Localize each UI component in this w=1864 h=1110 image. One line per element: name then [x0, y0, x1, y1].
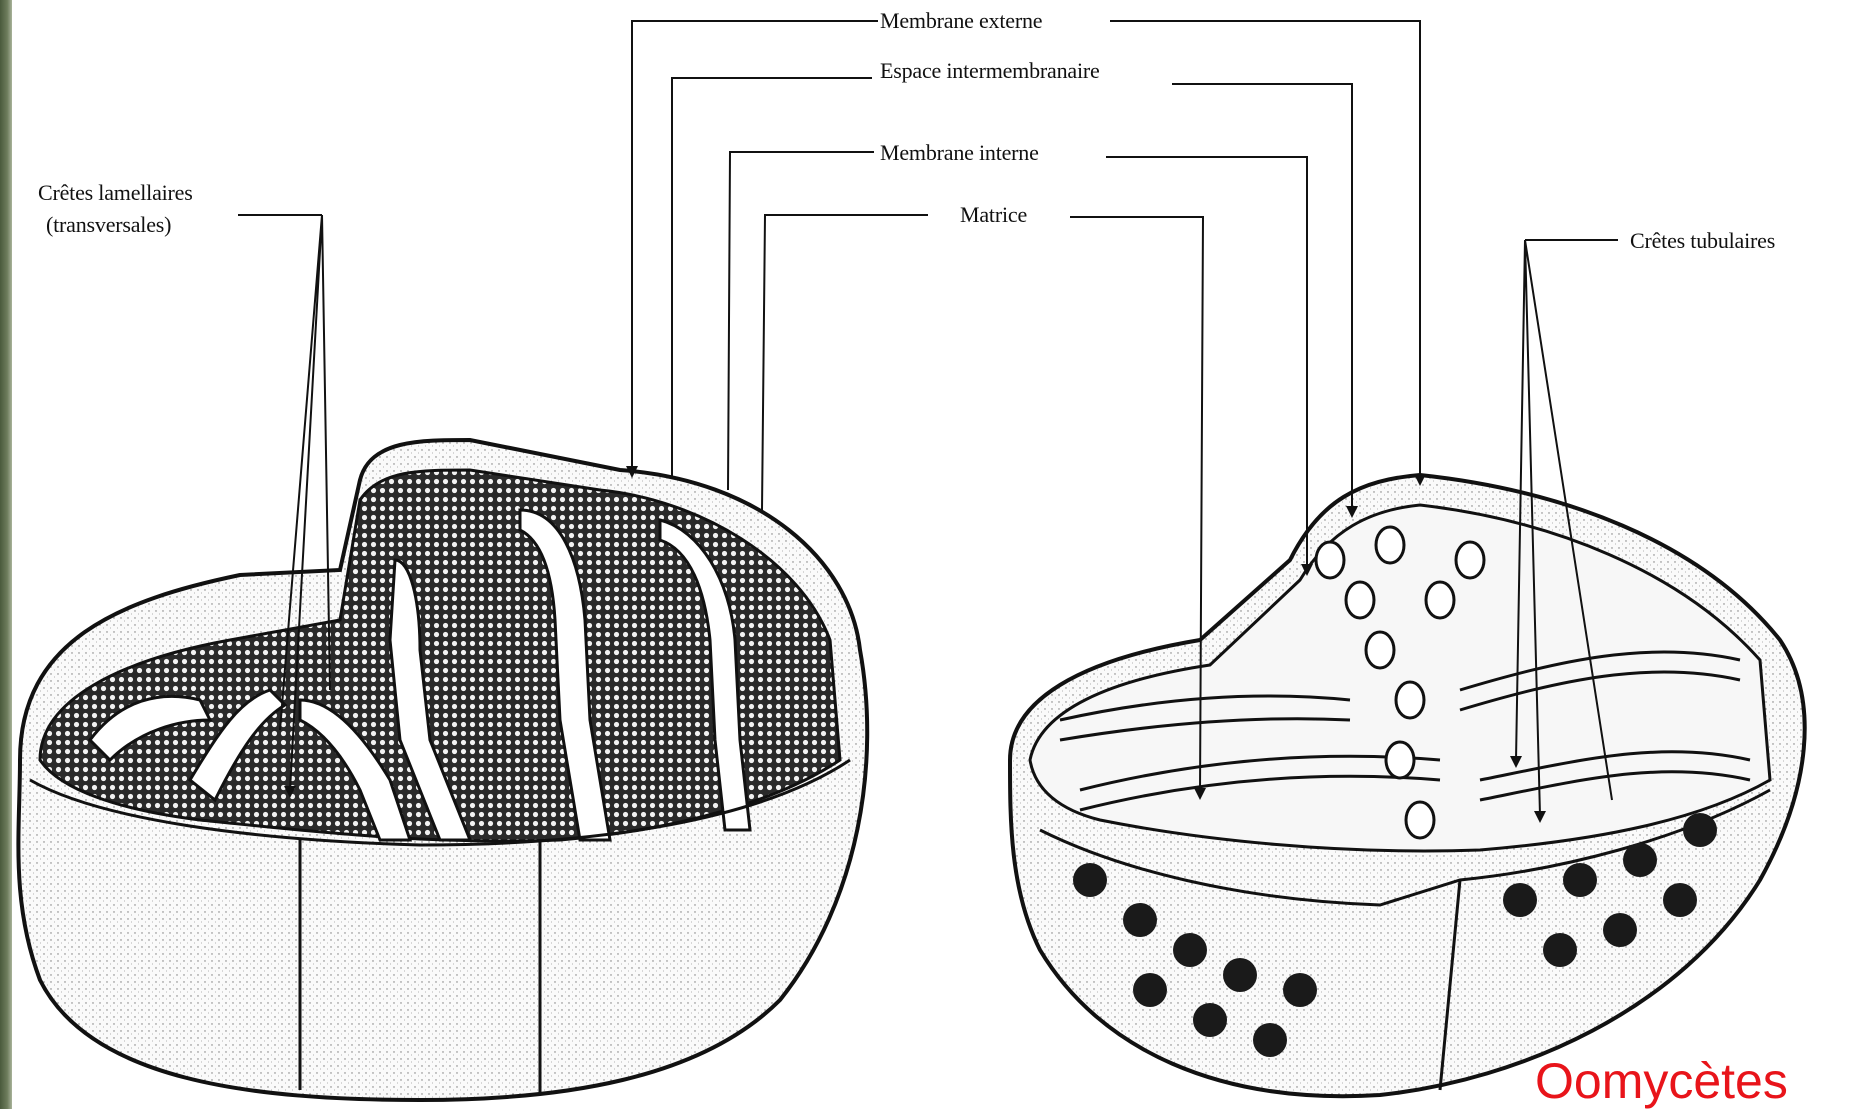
right-crista-opening: [1603, 913, 1637, 947]
label-membrane-interne: Membrane interne: [880, 140, 1039, 166]
label-espace-intermembranaire: Espace intermembranaire: [880, 58, 1100, 84]
right-crista-opening: [1663, 883, 1697, 917]
right-crista-opening: [1223, 958, 1257, 992]
leader-matrice-left: [762, 215, 928, 510]
leader-membrane-interne-right: [1106, 157, 1307, 568]
right-crista-opening: [1283, 973, 1317, 1007]
right-crista-opening: [1193, 1003, 1227, 1037]
right-tubule-end: [1386, 742, 1414, 778]
leader-membrane-externe-right: [1110, 21, 1420, 478]
right-crista-opening: [1173, 933, 1207, 967]
right-mitochondrion: [1010, 475, 1805, 1096]
right-crista-opening: [1253, 1023, 1287, 1057]
label-matrice: Matrice: [960, 202, 1027, 228]
right-crista-opening: [1123, 903, 1157, 937]
leader-membrane-interne-left: [728, 152, 874, 490]
label-membrane-externe: Membrane externe: [880, 8, 1042, 34]
right-tubule-end: [1456, 542, 1484, 578]
right-crista-opening: [1133, 973, 1167, 1007]
right-tubule-end: [1316, 542, 1344, 578]
right-tubule-end: [1346, 582, 1374, 618]
right-crista-opening: [1073, 863, 1107, 897]
leader-espace-right: [1172, 84, 1352, 510]
right-tubule-end: [1396, 682, 1424, 718]
caption-oomycetes: Oomycètes: [1535, 1052, 1788, 1110]
label-transversales: (transversales): [46, 212, 171, 238]
label-cretes-lamellaires: Crêtes lamellaires: [38, 180, 193, 206]
right-crista-opening: [1683, 813, 1717, 847]
right-crista-opening: [1563, 863, 1597, 897]
right-tubule-end: [1406, 802, 1434, 838]
label-cretes-tubulaires: Crêtes tubulaires: [1630, 228, 1775, 254]
left-mitochondrion: [18, 440, 867, 1100]
leader-espace-left: [672, 78, 872, 478]
right-tubule-end: [1376, 527, 1404, 563]
right-crista-opening: [1543, 933, 1577, 967]
right-crista-opening: [1623, 843, 1657, 877]
leader-membrane-externe-left: [632, 21, 878, 470]
right-tubule-end: [1366, 632, 1394, 668]
right-tubule-end: [1426, 582, 1454, 618]
right-crista-opening: [1503, 883, 1537, 917]
